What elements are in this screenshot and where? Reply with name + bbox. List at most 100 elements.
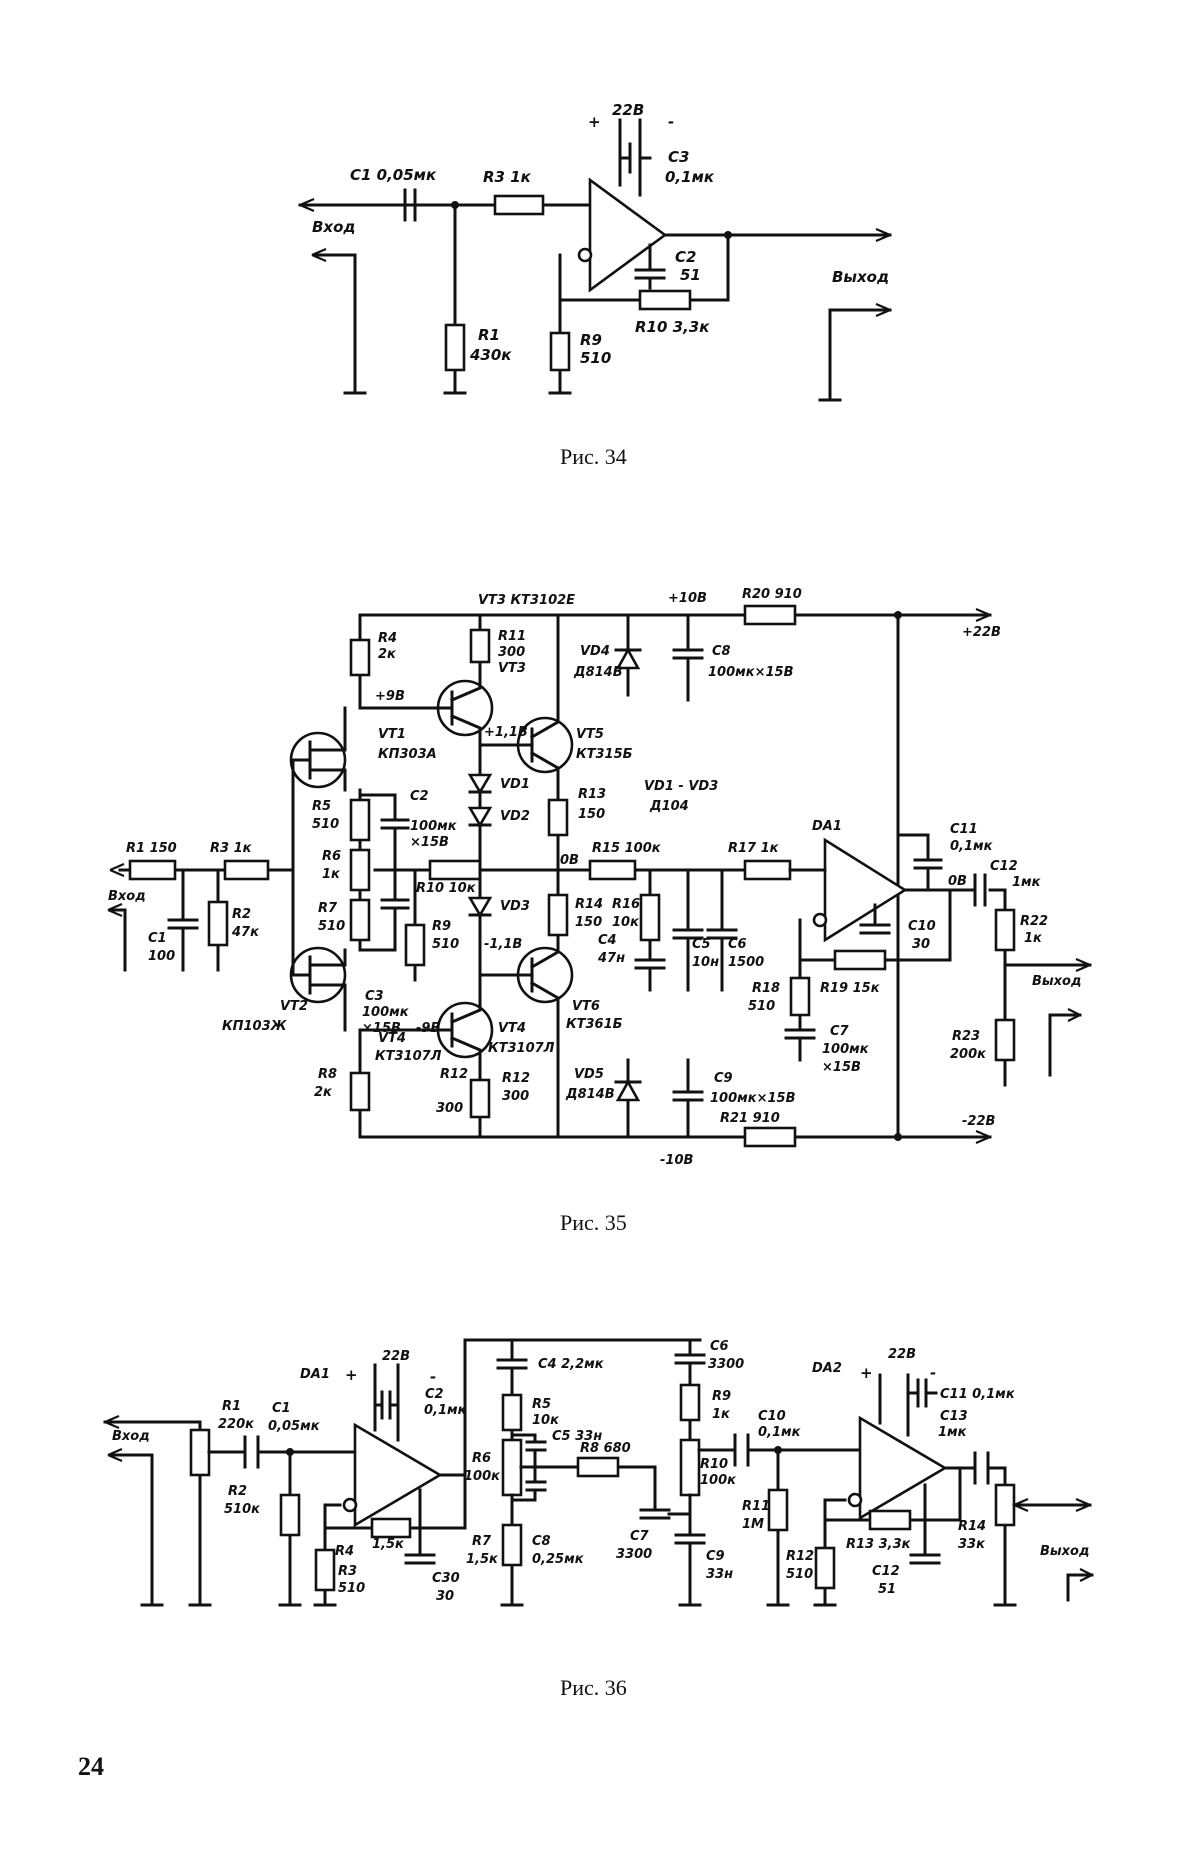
fig35-label: C3 [365, 989, 384, 1004]
fig35-label: -22В [962, 1114, 995, 1129]
fig35-label: R16 [612, 897, 640, 912]
fig35-r22 [996, 910, 1014, 950]
fig34-c2-value: 51 [680, 266, 701, 284]
fig34-r1 [446, 325, 464, 370]
fig36-da2 [860, 1418, 945, 1518]
fig35-label: C1 [148, 931, 167, 946]
fig35-label: КТ315Б [576, 747, 633, 762]
fig35-label: КТ3107Л [375, 1049, 442, 1064]
fig35-label: C11 [950, 822, 978, 837]
fig35-label: Выход [1032, 974, 1081, 989]
fig36-caption: Рис. 36 [560, 1675, 627, 1700]
fig36-label: - [430, 1368, 436, 1386]
fig35-label: VD3 [500, 899, 530, 914]
fig35-label: +22В [962, 625, 1001, 640]
fig35-r13 [549, 800, 567, 835]
fig36-label: DA1 [300, 1367, 330, 1382]
fig35-r4 [351, 640, 369, 675]
fig35-label: 300 [436, 1101, 463, 1116]
fig35-label: 100мк×15В [710, 1091, 796, 1106]
fig34-output-label: Выход [832, 268, 889, 286]
fig35-label: R10 10к [416, 881, 477, 896]
fig34-c2-label: C2 [675, 248, 696, 266]
fig35-r23 [996, 1020, 1014, 1060]
fig36-label: 30 [436, 1589, 454, 1604]
fig36-label: R6 [472, 1451, 491, 1466]
fig36-label: R8 680 [580, 1441, 631, 1456]
fig36-c13 [975, 1453, 988, 1483]
fig36-da2-inverting [849, 1494, 861, 1506]
fig35-label: +1,1В [484, 725, 528, 740]
fig36-label: DA2 [812, 1361, 842, 1376]
fig35-label: 2к [314, 1085, 333, 1100]
fig36-label: 0,1мк [424, 1403, 468, 1418]
fig36-r5 [503, 1395, 521, 1430]
fig36-c11 [908, 1380, 936, 1406]
fig35-label: -9В [416, 1021, 440, 1036]
fig36-r3 [316, 1550, 334, 1590]
fig35-label: R11 [498, 629, 526, 644]
fig35-label: +9В [375, 689, 405, 704]
fig36-label: 22В [382, 1349, 410, 1364]
fig34-c1-label: C1 0,05мк [350, 166, 437, 184]
fig36-output-ground [1068, 1575, 1092, 1600]
fig36-label: 220к [218, 1417, 255, 1432]
fig35-c6 [708, 870, 736, 990]
fig36-label: 510к [224, 1502, 261, 1517]
fig34-c3-value: 0,1мк [665, 168, 715, 186]
fig36-label: 1М [742, 1517, 764, 1532]
fig35-label: 1500 [728, 955, 764, 970]
fig36-r12 [816, 1548, 834, 1588]
fig35-c9 [674, 1060, 702, 1137]
fig36-label: C4 2,2мк [538, 1357, 605, 1372]
fig35-label: R8 [318, 1067, 337, 1082]
fig36-r9 [681, 1385, 699, 1420]
fig36-label: 10к [532, 1413, 560, 1428]
fig35-label: VT6 [572, 999, 600, 1014]
figure-35: VT3 КТ3102Е +10В R20 910 +22В R4 2к R11 … [108, 587, 1090, 1235]
fig34-c3-label: C3 [668, 148, 689, 166]
fig35-c5 [674, 870, 702, 990]
fig35-label: C6 [728, 937, 747, 952]
fig36-label: 1мк [938, 1425, 968, 1440]
fig34-r9-value: 510 [580, 349, 611, 367]
fig36-c12 [911, 1485, 939, 1563]
fig36-label: 100к [464, 1469, 501, 1484]
fig36-r11 [769, 1490, 787, 1530]
fig36-label: R3 [338, 1564, 357, 1579]
fig36-label: C11 0,1мк [940, 1387, 1016, 1402]
fig35-label: 510 [748, 999, 775, 1014]
fig35-label: КТ3107Л [488, 1041, 555, 1056]
fig36-r14 [996, 1485, 1014, 1525]
fig36-label: 1к [712, 1407, 731, 1422]
fig35-r2 [209, 902, 227, 945]
fig35-label: R21 910 [720, 1111, 780, 1126]
fig36-label: 33н [706, 1567, 733, 1582]
figure-34: 22В + - C1 0,05мк R3 1к C3 0,1мк C2 51 В… [300, 101, 890, 469]
fig35-label: VT3 КТ3102Е [478, 593, 575, 608]
fig35-label: 150 [578, 807, 605, 822]
fig35-label: 300 [502, 1089, 529, 1104]
fig34-caption: Рис. 34 [560, 444, 627, 469]
fig35-r10 [430, 861, 480, 879]
fig35-label: 200к [950, 1047, 987, 1062]
fig36-label: R13 3,3к [846, 1537, 912, 1552]
fig36-c10 [735, 1435, 748, 1465]
fig36-da2-supply [880, 1375, 908, 1435]
figure-36: DA1 + 22В - C2 0,1мк C4 2,2мк C6 3300 DA… [105, 1339, 1092, 1700]
fig36-r1 [191, 1430, 209, 1475]
fig34-output-node [724, 231, 732, 239]
fig35-label: C8 [712, 644, 731, 659]
fig35-label: КП303А [378, 747, 437, 762]
fig35-label: R14 [575, 897, 603, 912]
fig36-label: 0,1мк [758, 1425, 802, 1440]
fig36-r6 [503, 1440, 521, 1495]
fig35-label: 100мк×15В [708, 665, 794, 680]
fig35-label: VT2 [280, 999, 308, 1014]
fig36-label: 1,5к [372, 1537, 405, 1552]
fig35-r11 [471, 630, 489, 662]
fig35-vd1 [470, 775, 490, 792]
fig35-label: 510 [318, 919, 345, 934]
fig36-da1-supply [375, 1365, 398, 1440]
fig35-label: Д814В [565, 1087, 615, 1102]
